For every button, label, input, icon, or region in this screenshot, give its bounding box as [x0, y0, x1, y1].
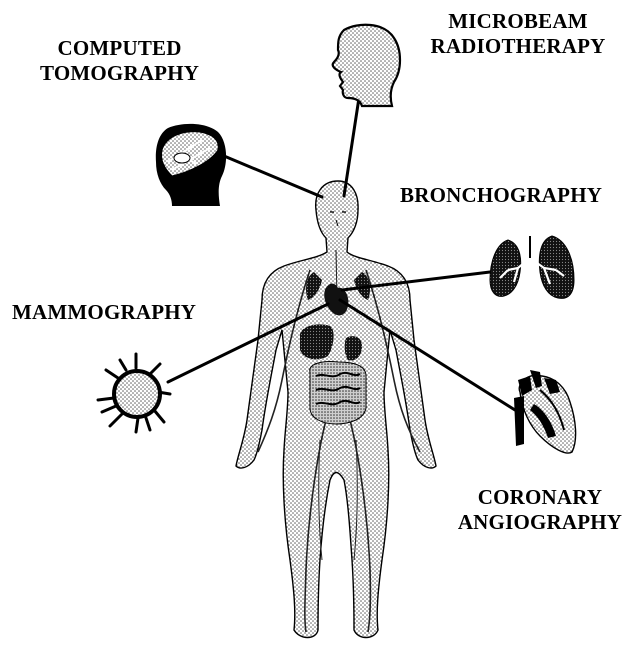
label-cor-line2: ANGIOGRAPHY [440, 510, 635, 535]
breast-tumor-icon [98, 354, 170, 432]
label-ct-line2: TOMOGRAPHY [40, 61, 199, 86]
label-computed-tomography: COMPUTED TOMOGRAPHY [40, 36, 199, 86]
lungs-icon [490, 236, 574, 298]
label-microbeam-radiotherapy: MICROBEAM RADIOTHERAPY [418, 9, 618, 59]
label-mammography: MAMMOGRAPHY [12, 300, 196, 325]
head-scan-icon [156, 124, 226, 206]
human-body-icon [236, 181, 436, 638]
head-profile-icon [333, 25, 400, 106]
label-bronchography: BRONCHOGRAPHY [400, 183, 602, 208]
label-mrt-line1: MICROBEAM [418, 9, 618, 34]
label-mrt-line2: RADIOTHERAPY [418, 34, 618, 59]
label-cor-line1: CORONARY [440, 485, 635, 510]
label-ct-line1: COMPUTED [40, 36, 199, 61]
label-coronary-angiography: CORONARY ANGIOGRAPHY [440, 485, 635, 535]
heart-icon [514, 370, 576, 453]
